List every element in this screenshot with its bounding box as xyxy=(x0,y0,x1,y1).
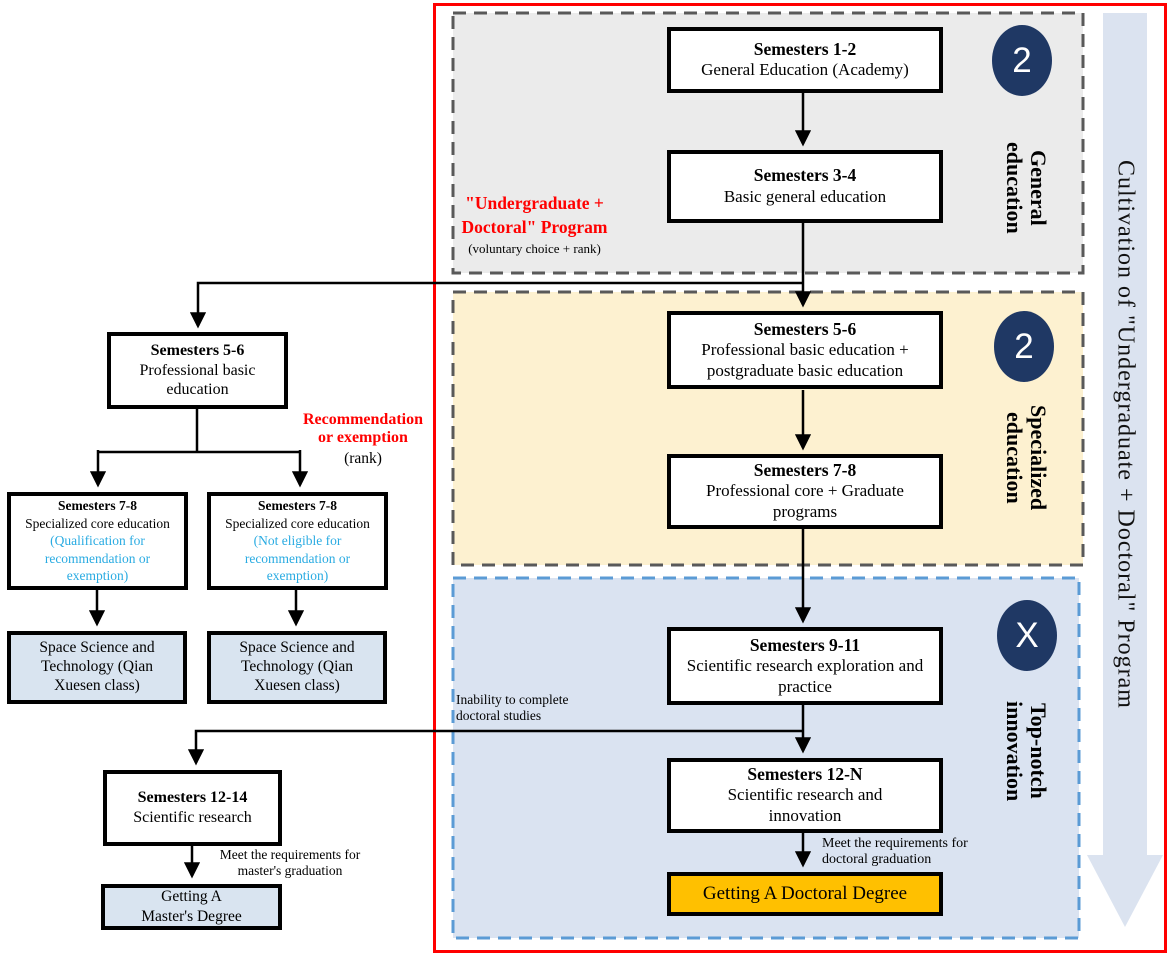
badge-general-years: 2 xyxy=(992,25,1052,96)
recommendation-line: or exemption xyxy=(318,429,408,447)
box-body: Professional basic education xyxy=(139,361,256,399)
box-title: Semesters 5-6 xyxy=(150,342,245,360)
label-line: education xyxy=(1001,412,1027,504)
label-line: Specialized xyxy=(1026,405,1051,511)
box-semesters-5-6: Semesters 5-6 Professional basic educati… xyxy=(667,311,943,389)
note-line: doctoral studies xyxy=(456,708,542,724)
banner-title: Cultivation of "Undergraduate + Doctoral… xyxy=(1112,159,1139,709)
box-sem78-qualified: Semesters 7-8 Specialized core education… xyxy=(7,492,188,590)
label-line: General xyxy=(1026,150,1051,226)
badge-specialized-years: 2 xyxy=(994,311,1054,382)
box-body: Getting A Doctoral Degree xyxy=(702,883,908,905)
label-line: innovation xyxy=(1001,700,1027,802)
box-semesters-3-4: Semesters 3-4 Basic general education xyxy=(667,150,943,223)
box-space-science-1: Space Science and Technology (Qian Xuese… xyxy=(7,631,187,704)
doctoral-graduation-note: Meet the requirements for doctoral gradu… xyxy=(822,836,1002,868)
box-master-degree: Getting A Master's Degree xyxy=(101,884,282,930)
note-line: Meet the requirements for xyxy=(822,836,968,851)
label-line: education xyxy=(1001,142,1027,234)
box-semesters-12-14: Semesters 12-14 Scientific research xyxy=(103,770,282,846)
box-semesters-7-8: Semesters 7-8 Professional core + Gradua… xyxy=(667,454,943,529)
recommendation-exemption-label: Recommendation or exemption (rank) xyxy=(283,411,443,468)
recommendation-line: Recommendation xyxy=(303,411,423,428)
box-semesters-1-2: Semesters 1-2 General Education (Academy… xyxy=(667,27,943,93)
box-body: Professional core + Graduate programs xyxy=(706,481,904,522)
box-doctoral-degree: Getting A Doctoral Degree xyxy=(667,872,943,916)
box-semesters-12-n: Semesters 12-N Scientific research and i… xyxy=(667,758,943,833)
label-topnotch-innovation: Top-notch innovation xyxy=(996,680,1051,822)
cultivation-banner-arrow: Cultivation of "Undergraduate + Doctoral… xyxy=(1085,13,1165,929)
box-title: Semesters 1-2 xyxy=(753,38,857,59)
note-line: master's graduation xyxy=(237,863,343,879)
box-body: Space Science and Technology (Qian Xuese… xyxy=(239,639,355,694)
box-title: Semesters 5-6 xyxy=(753,318,857,339)
box-body: Specialized core education xyxy=(225,515,370,531)
banner-arrow-shaft xyxy=(1103,13,1147,855)
program-label-note: (voluntary choice + rank) xyxy=(468,241,601,257)
box-sem78-not-eligible: Semesters 7-8 Specialized core education… xyxy=(207,492,388,590)
box-title: Semesters 7-8 xyxy=(753,460,857,481)
box-title: Semesters 12-14 xyxy=(137,789,248,807)
note-line: Inability to complete xyxy=(456,692,569,707)
box-title: Semesters 12-N xyxy=(747,764,863,785)
box-title: Semesters 7-8 xyxy=(57,498,138,514)
inability-note: Inability to complete doctoral studies xyxy=(456,692,586,724)
box-body: Scientific research and innovation xyxy=(727,785,883,826)
box-title: Semesters 7-8 xyxy=(257,498,338,514)
label-line: Top-notch xyxy=(1026,703,1051,799)
note-line: doctoral graduation xyxy=(822,852,932,868)
box-highlight: (Qualification for recommendation or exe… xyxy=(44,533,151,584)
box-body-line: Getting A xyxy=(161,887,222,905)
label-specialized-education: Specialized education xyxy=(996,388,1051,528)
box-semesters-9-11: Semesters 9-11 Scientific research explo… xyxy=(667,627,943,705)
box-highlight: (Not eligible for recommendation or exem… xyxy=(244,533,351,584)
box-title: Semesters 3-4 xyxy=(753,165,857,186)
badge-topnotch-years: X xyxy=(997,600,1057,671)
box-space-science-2: Space Science and Technology (Qian Xuese… xyxy=(207,631,387,704)
box-body: Scientific research exploration and prac… xyxy=(686,655,924,696)
banner-arrow-head-icon xyxy=(1087,855,1163,927)
label-general-education: General education xyxy=(996,118,1051,258)
box-body-line: Master's Degree xyxy=(141,908,242,925)
rank-note: (rank) xyxy=(344,449,382,467)
box-title: Semesters 9-11 xyxy=(749,634,861,655)
box-body: Professional basic education + postgradu… xyxy=(701,339,909,380)
program-label-line: Doctoral" Program xyxy=(461,216,608,237)
program-label-line: "Undergraduate + xyxy=(465,193,604,213)
box-body: Specialized core education xyxy=(25,515,170,531)
program-red-frame xyxy=(433,3,1167,953)
box-body: Basic general education xyxy=(723,186,887,206)
master-graduation-note: Meet the requirements for master's gradu… xyxy=(214,847,366,879)
undergraduate-doctoral-program-label: "Undergraduate + Doctoral" Program (volu… xyxy=(447,192,622,257)
box-body: Scientific research xyxy=(133,809,252,826)
note-line: Meet the requirements for xyxy=(219,847,361,862)
box-body: Space Science and Technology (Qian Xuese… xyxy=(39,639,155,694)
box-body: General Education (Academy) xyxy=(701,60,909,80)
box-left-semesters-5-6: Semesters 5-6 Professional basic educati… xyxy=(107,332,288,409)
